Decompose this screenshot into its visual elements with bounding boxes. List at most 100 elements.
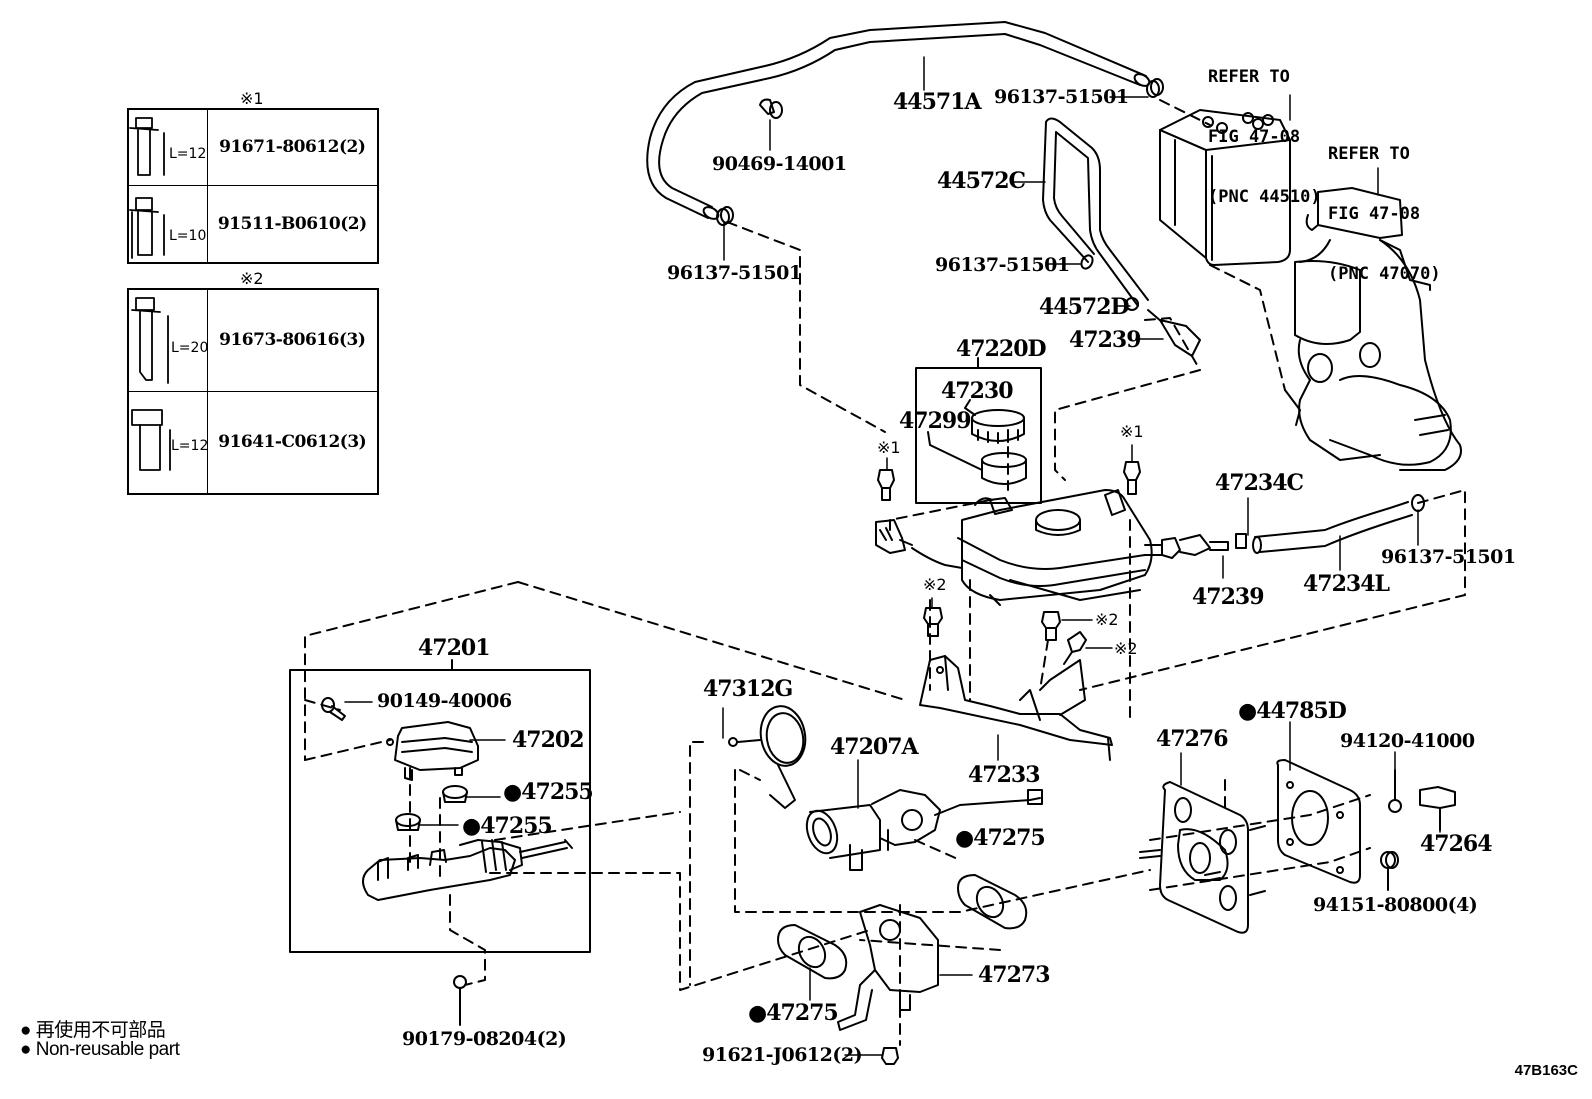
reference-line: FIG 47-08 — [1208, 127, 1301, 147]
bolt-table-row: L=12 91641-C0612(3) — [127, 390, 379, 495]
mark-2-a: ※2 — [923, 575, 947, 594]
callout-47275-b[interactable]: ●47275 — [748, 1000, 839, 1026]
bolt-table-row: L=10 91511-B0610(2) — [127, 184, 379, 264]
leader-lines — [344, 56, 1441, 1056]
grommet-47255-a — [442, 785, 468, 803]
nut-94120 — [1388, 769, 1402, 813]
callout-44571A[interactable]: 44571A — [893, 89, 982, 115]
callout-47255-a[interactable]: ●47255 — [503, 779, 594, 805]
bolt-table-1-mark: ※1 — [240, 89, 264, 108]
accumulator-47207A — [805, 789, 1043, 871]
bracket-47233 — [919, 655, 1113, 761]
pump-motor — [1284, 187, 1462, 471]
bolt-part-number[interactable]: 91641-C0612(3) — [206, 390, 379, 495]
bolt-length: L=10 — [169, 227, 207, 244]
bolt-drawing-cell: L=12 — [127, 108, 208, 186]
reference-line: (PNC 44510) — [1208, 187, 1321, 207]
legend-text-japanese: 再使用不可部品 — [35, 1020, 166, 1041]
bolt-drawing-cell: L=12 — [127, 390, 209, 495]
non-reusable-dot-icon: ● — [748, 1000, 767, 1026]
callout-47207A[interactable]: 47207A — [830, 734, 919, 760]
bolt-part-number[interactable]: 91671-80612(2) — [206, 108, 379, 186]
legend-english: ● Non-reusable part — [20, 1039, 180, 1061]
plate-47276 — [1139, 781, 1266, 934]
gasket-47275-a — [957, 874, 1028, 930]
callout-90149-40006[interactable]: 90149-40006 — [377, 690, 512, 712]
hose-44571A — [646, 21, 1151, 220]
gasket-44785D — [1276, 759, 1361, 884]
callout-47264[interactable]: 47264 — [1420, 831, 1493, 857]
callout-47255-b[interactable]: ●47255 — [462, 813, 553, 839]
legend-text-english: Non-reusable part — [35, 1039, 180, 1060]
mark-2-b: ※2 — [1095, 610, 1119, 629]
non-reusable-dot-icon: ● — [20, 1020, 31, 1041]
callout-91621-J0612[interactable]: 91621-J0612(2) — [702, 1044, 863, 1066]
hose-47234L — [1252, 501, 1413, 554]
reference-line: REFER TO — [1208, 67, 1290, 87]
bolt-part-number[interactable]: 91511-B0610(2) — [206, 184, 379, 264]
callout-47276[interactable]: 47276 — [1156, 726, 1229, 752]
union-47239-right — [1161, 533, 1247, 559]
callout-47220D[interactable]: 47220D — [956, 336, 1047, 362]
callout-47234C[interactable]: 47234C — [1215, 470, 1304, 496]
mark-2-c: ※2 — [1114, 639, 1138, 658]
master-cylinder-body — [362, 839, 573, 901]
level-switch-connector — [875, 519, 963, 569]
bolt-table-1: L=12 91671-80612(2) L=10 91511-B0610(2) — [127, 108, 379, 264]
nut-94151 — [1380, 851, 1399, 891]
callout-47299[interactable]: 47299 — [899, 408, 972, 434]
bolt-91621 — [881, 1047, 899, 1065]
hose-44572C — [1042, 117, 1149, 307]
strainer-47299 — [927, 431, 1027, 485]
callout-96137-51501-right[interactable]: 96137-51501 — [1381, 546, 1516, 568]
callout-47201[interactable]: 47201 — [418, 635, 491, 661]
bolt-90149 — [321, 697, 346, 721]
sensor-47312G — [728, 705, 807, 809]
callout-47234L[interactable]: 47234L — [1303, 571, 1390, 597]
callout-90179-08204[interactable]: 90179-08204(2) — [402, 1028, 567, 1050]
non-reusable-dot-icon: ● — [1238, 698, 1257, 724]
bolt-length: L=12 — [171, 437, 209, 454]
clip-90469 — [759, 98, 783, 119]
reference-line: REFER TO — [1328, 144, 1410, 164]
callout-47202[interactable]: 47202 — [512, 727, 585, 753]
callout-44572D[interactable]: 44572D — [1039, 294, 1130, 320]
bolt-length: L=20 — [171, 340, 209, 356]
clip-47264 — [1419, 786, 1456, 831]
gasket-47275-b — [777, 924, 848, 980]
part-number: 47255 — [480, 813, 553, 839]
grommet-47255-b — [395, 813, 421, 831]
figure-id: 47B163C — [1514, 1062, 1578, 1079]
callout-47239-top[interactable]: 47239 — [1069, 327, 1142, 353]
callout-47230[interactable]: 47230 — [941, 378, 1014, 404]
callout-47273[interactable]: 47273 — [978, 962, 1051, 988]
reference-line: (PNC 47070) — [1328, 264, 1441, 284]
callout-44572C[interactable]: 44572C — [937, 168, 1026, 194]
dashed-connection-lines — [304, 99, 1466, 1046]
callout-47239-right[interactable]: 47239 — [1192, 584, 1265, 610]
bolt-table-row: L=20 91673-80616(3) — [127, 288, 379, 392]
bolt-drawing-cell: L=10 — [127, 184, 208, 264]
callout-96137-51501-left[interactable]: 96137-51501 — [667, 262, 802, 284]
non-reusable-dot-icon: ● — [503, 779, 522, 805]
reservoir-tank — [957, 489, 1163, 606]
callout-44785D[interactable]: ●44785D — [1238, 698, 1347, 724]
callout-94151-80800[interactable]: 94151-80800(4) — [1313, 894, 1478, 916]
callout-96137-51501-mid[interactable]: 96137-51501 — [935, 254, 1070, 276]
reservoir-47202 — [386, 721, 479, 781]
nut-90179 — [453, 975, 467, 1026]
callout-47233[interactable]: 47233 — [968, 762, 1041, 788]
callout-94120-41000[interactable]: 94120-41000 — [1340, 730, 1475, 752]
reference-note-44510[interactable]: REFER TO FIG 47-08 (PNC 44510) — [1208, 27, 1321, 227]
master-cylinder-kit-bracket — [289, 669, 591, 953]
callout-47275-a[interactable]: ●47275 — [955, 827, 1046, 849]
reference-line: FIG 47-08 — [1328, 204, 1421, 224]
callout-90469-14001[interactable]: 90469-14001 — [712, 153, 847, 175]
non-reusable-dot-icon: ● — [462, 813, 481, 839]
bolt-table-2: L=20 91673-80616(3) L=12 91641-C0612(3) — [127, 288, 379, 495]
callout-47312G[interactable]: 47312G — [703, 676, 793, 702]
callout-96137-51501-top[interactable]: 96137-51501 — [994, 86, 1129, 108]
reference-note-47070[interactable]: REFER TO FIG 47-08 (PNC 47070) — [1328, 104, 1441, 304]
mark-1-left: ※1 — [877, 438, 901, 457]
bolt-part-number[interactable]: 91673-80616(3) — [206, 288, 379, 392]
